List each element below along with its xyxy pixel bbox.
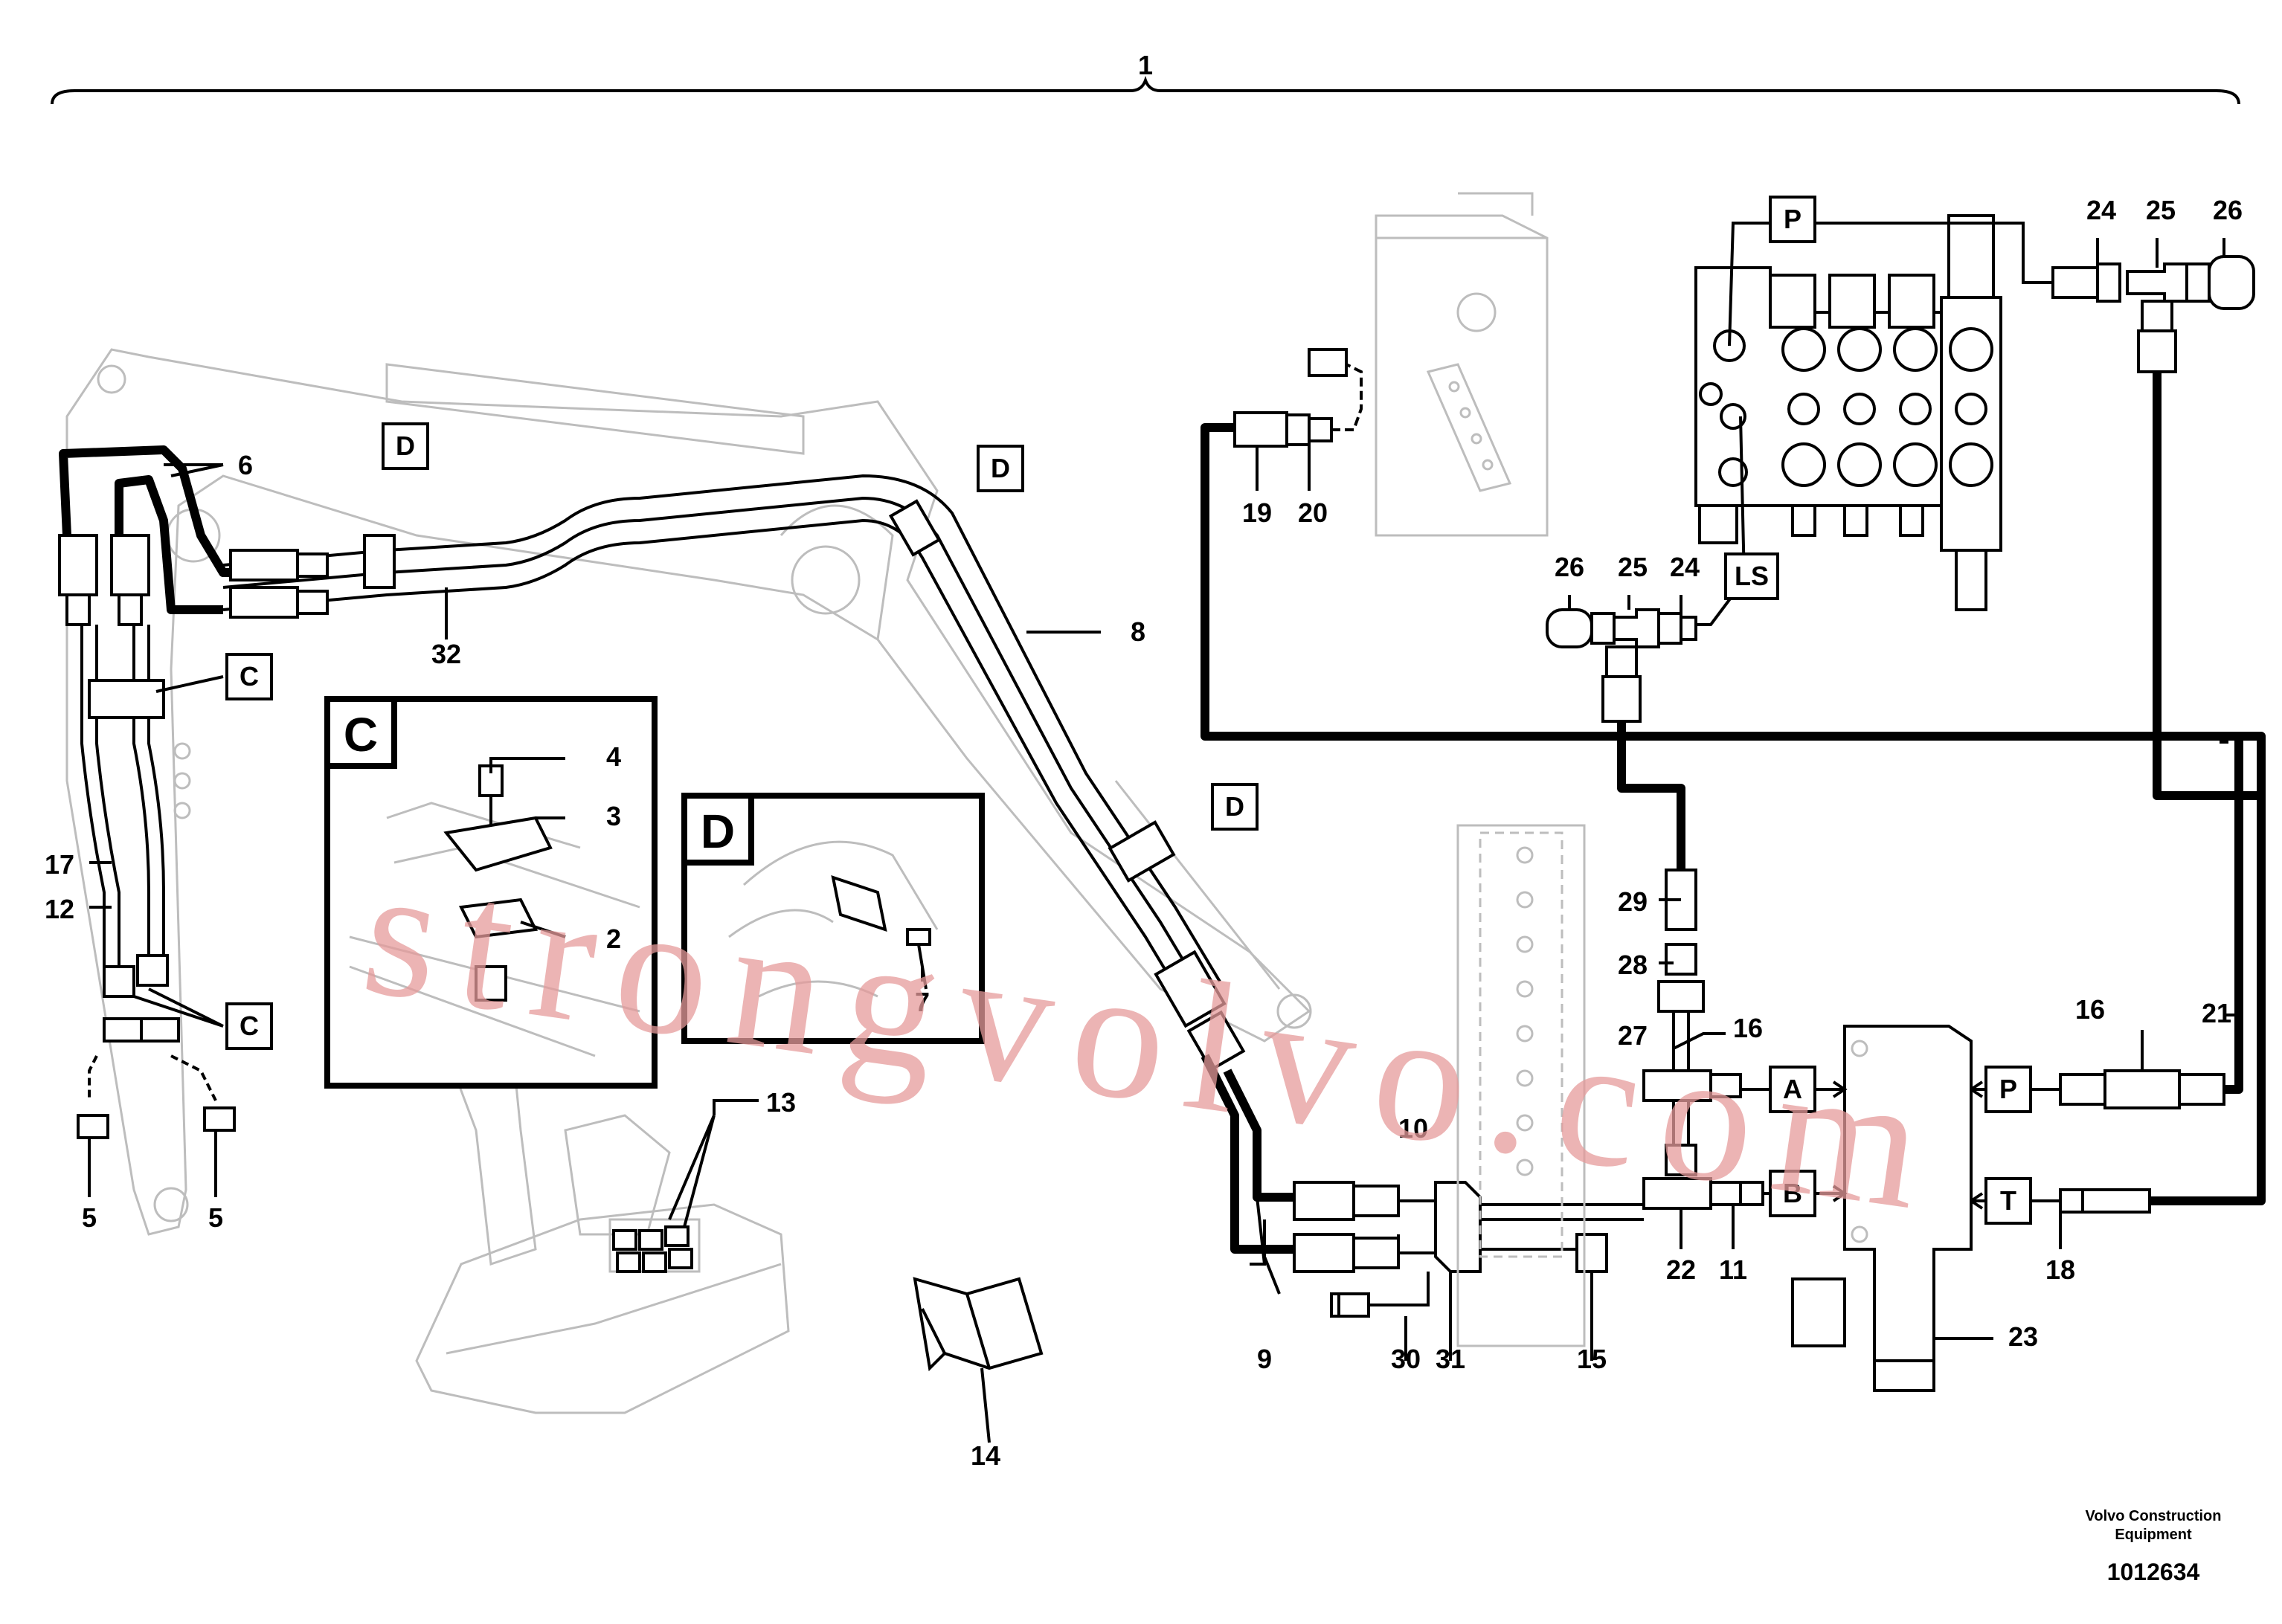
- leader-lines: [88, 238, 2239, 1443]
- company-line1: Volvo Construction: [2086, 1508, 2222, 1524]
- svg-text:T: T: [2000, 1185, 2016, 1216]
- svg-text:D: D: [991, 453, 1010, 483]
- label-24-lower: 24: [1670, 552, 1700, 582]
- manual-book: [913, 1277, 1044, 1372]
- label-32: 32: [431, 639, 461, 669]
- label-7: 7: [915, 987, 930, 1017]
- callout-ls: LS: [1724, 552, 1779, 600]
- label-9: 9: [1257, 1344, 1272, 1374]
- svg-text:D: D: [396, 431, 415, 461]
- label-29: 29: [1618, 886, 1648, 917]
- label-26-lower: 26: [1555, 552, 1584, 582]
- callout-boxes: D D D C C P LS A: [225, 196, 2032, 1225]
- watermark: strongvolvo.com: [353, 826, 1955, 1251]
- fittings-24-25-26-top: [2051, 255, 2255, 373]
- label-6: 6: [238, 450, 253, 480]
- label-8: 8: [1131, 616, 1145, 647]
- label-1: 1: [1138, 50, 1153, 80]
- main-hydraulic-lines: [1201, 372, 2266, 1205]
- bolt-30: [1337, 1292, 1370, 1318]
- label-11: 11: [1719, 1254, 1747, 1285]
- svg-text:C: C: [240, 661, 259, 692]
- boom-arm-outline: [65, 348, 1312, 1236]
- callout-b: B: [1769, 1170, 1816, 1217]
- label-25-lower: 25: [1618, 552, 1648, 582]
- joystick-console: [415, 1049, 790, 1414]
- svg-text:B: B: [1783, 1178, 1802, 1208]
- label-27: 27: [1618, 1020, 1648, 1051]
- label-3: 3: [606, 801, 621, 831]
- drawing-number: 1012634: [2107, 1559, 2200, 1585]
- detail-box-d: D: [681, 793, 985, 1044]
- label-24-top: 24: [2086, 195, 2116, 225]
- label-28: 28: [1618, 950, 1648, 980]
- boom-thick-hoses: [59, 445, 245, 614]
- label-10: 10: [1398, 1113, 1428, 1144]
- callout-d-3: D: [1211, 783, 1259, 831]
- label-2: 2: [606, 924, 621, 954]
- valve-block-23: [1791, 1025, 1973, 1392]
- detail-title-c: C: [344, 708, 378, 761]
- detail-title-d: D: [701, 805, 735, 858]
- callout-a: A: [1769, 1066, 1816, 1113]
- svg-text:P: P: [1784, 204, 1802, 234]
- label-31: 31: [1436, 1344, 1465, 1374]
- label-4: 4: [606, 741, 621, 772]
- label-19: 19: [1242, 497, 1272, 528]
- label-23: 23: [2008, 1321, 2038, 1352]
- label-25-top: 25: [2146, 195, 2176, 225]
- label-5-right: 5: [208, 1202, 223, 1233]
- frame-bracket: [1456, 824, 1586, 1347]
- callout-d-1: D: [382, 422, 429, 470]
- callout-p-right: P: [1984, 1066, 2032, 1113]
- label-16-left: 16: [1733, 1013, 1763, 1043]
- right-fittings: [2059, 1069, 2225, 1214]
- callout-c-2: C: [225, 1002, 273, 1050]
- boom-fittings: [58, 499, 1246, 1139]
- svg-text:D: D: [1225, 791, 1244, 822]
- footer: Volvo Construction Equipment 1012634: [2086, 1508, 2222, 1585]
- callout-p-top: P: [1769, 196, 1816, 243]
- control-valve-bank: [1694, 214, 2002, 611]
- part-labels: 2 3 4 5 5 6 7 8 9 10 11 12 13 14 15 16 1…: [45, 195, 2243, 1471]
- tank-plate: [1375, 192, 1549, 537]
- svg-text:A: A: [1783, 1074, 1802, 1104]
- fittings-24-25-26-lower: [1546, 608, 1697, 723]
- callout-d-2: D: [977, 445, 1024, 492]
- overall-brace: 1: [51, 50, 2240, 105]
- label-21: 21: [2202, 998, 2231, 1028]
- label-30: 30: [1391, 1344, 1421, 1374]
- callout-c-1: C: [225, 653, 273, 700]
- label-14: 14: [971, 1440, 1000, 1471]
- label-20: 20: [1298, 497, 1328, 528]
- svg-text:P: P: [1999, 1074, 2017, 1104]
- label-15: 15: [1577, 1344, 1607, 1374]
- label-16-right: 16: [2075, 994, 2105, 1025]
- fittings-19-20: [1233, 348, 1363, 448]
- callout-t: T: [1984, 1177, 2032, 1225]
- company-line2: Equipment: [2115, 1527, 2192, 1543]
- label-22: 22: [1666, 1254, 1696, 1285]
- tee-assembly: [1642, 869, 1764, 1210]
- spool-group: [1781, 327, 1993, 487]
- label-26-top: 26: [2213, 195, 2243, 225]
- svg-text:C: C: [240, 1011, 259, 1041]
- svg-text:LS: LS: [1735, 561, 1769, 591]
- label-12: 12: [45, 894, 74, 924]
- label-13: 13: [766, 1087, 796, 1118]
- label-5-left: 5: [82, 1202, 97, 1233]
- label-17: 17: [45, 849, 74, 880]
- label-18: 18: [2045, 1254, 2075, 1285]
